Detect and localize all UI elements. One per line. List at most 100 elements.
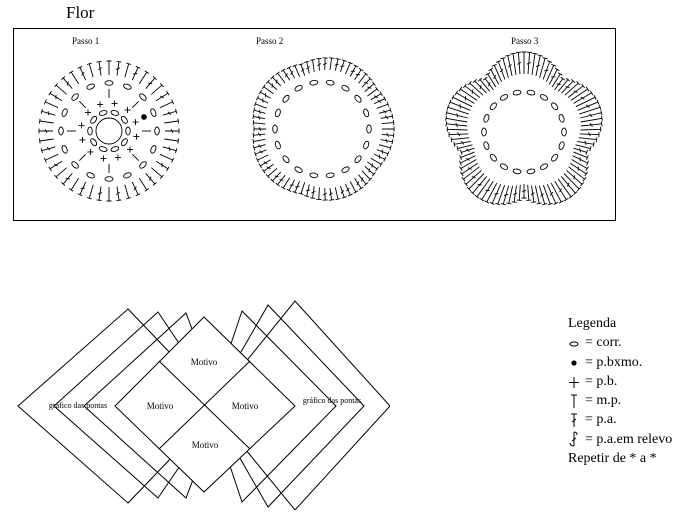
motif-top-label: Motivo: [191, 357, 218, 367]
half-double-stitch: [361, 170, 373, 182]
double-crochet-stitch: [322, 188, 328, 201]
legend-item-single-crochet: = p.b.: [568, 372, 672, 391]
double-crochet-stitch: [115, 60, 122, 76]
chain-stitch: [551, 102, 559, 111]
legend-item-label: = m.p.: [585, 393, 622, 409]
single-crochet-stitch: [126, 146, 133, 153]
single-crochet-stitch: [124, 107, 131, 114]
double-crochet-stitch: [526, 51, 533, 75]
half-double-stitch: [54, 167, 67, 179]
double-crochet-stitch: [252, 132, 266, 138]
double-crochet-stitch: [261, 163, 274, 174]
double-crochet-stitch: [530, 185, 537, 203]
double-crochet-stitch: [361, 76, 373, 88]
half-double-stitch: [43, 153, 59, 163]
double-crochet-stitch: [448, 132, 469, 138]
slip-stitch: [141, 114, 147, 120]
double-crochet-stitch: [334, 57, 341, 71]
chain-stitch: [104, 80, 114, 86]
step-2-crochet-chart: [252, 57, 395, 201]
half-double-stitch: [68, 177, 80, 192]
relief-stitch-icon: [569, 431, 578, 447]
step-3-crochet-chart: [445, 51, 603, 206]
half-double-stitch: [38, 118, 54, 124]
half-double-stitch: [467, 81, 484, 96]
chain-stitch: [282, 94, 290, 103]
half-double-stitch: [445, 115, 468, 123]
chain-stitch: [87, 126, 93, 136]
double-crochet-stitch: [270, 171, 282, 183]
double-crochet-stitch: [454, 90, 475, 104]
double-crochet-stitch: [570, 162, 588, 177]
chain-stitch: [363, 140, 370, 150]
chain-stitch: [139, 161, 147, 169]
half-double-stitch: [570, 86, 590, 101]
double-crochet-stitch: [445, 121, 468, 127]
double-crochet-stitch: [535, 54, 543, 77]
right-points-label: gráfico das pontas: [303, 396, 361, 405]
double-crochet-stitch: [448, 99, 471, 111]
half-double-stitch: [86, 62, 94, 78]
double-crochet-stitch: [275, 174, 286, 187]
legend-item-label: = p.b.: [585, 373, 618, 389]
half-double-stitch: [316, 187, 322, 200]
half-double-stitch: [571, 159, 589, 171]
single-crochet-stitch: [114, 154, 121, 161]
half-double-stitch: [531, 52, 538, 75]
chain-stitch: [120, 138, 128, 147]
half-double-stitch: [458, 86, 478, 101]
half-double-stitch: [349, 181, 359, 194]
chain-stitch: [90, 115, 98, 124]
chain-stitch: [539, 94, 549, 101]
double-crochet-stitch: [546, 184, 559, 205]
double-crochet-stitch: [463, 169, 482, 187]
double-crochet-stitch: [542, 60, 553, 80]
legend-item-slip-stitch: = p.bxmo.: [568, 353, 672, 372]
round-connector: [78, 100, 86, 108]
half-double-stitch: [474, 178, 491, 199]
half-double-stitch: [159, 99, 175, 109]
double-crochet-stitch: [354, 178, 364, 191]
double-crochet-stitch: [364, 166, 376, 177]
double-crochet-stitch: [378, 107, 392, 114]
chain-stitch: [139, 93, 147, 101]
half-double-stitch: [580, 126, 602, 132]
half-double-icon: [571, 394, 577, 408]
double-crochet-stitch: [286, 179, 295, 192]
half-double-stitch: [38, 138, 54, 144]
motif-divider-2: [158, 360, 251, 450]
double-crochet-stitch: [265, 79, 278, 90]
half-double-stitch: [534, 185, 542, 205]
double-crochet-stitch: [258, 159, 271, 169]
double-crochet-stitch: [270, 75, 282, 87]
legend-item-relief-stitch: = p.a.em relevo: [568, 430, 672, 449]
single-crochet-stitch: [132, 119, 139, 126]
double-crochet-stitch: [252, 114, 266, 120]
double-crochet-stitch: [580, 121, 603, 127]
half-double-stitch: [545, 63, 557, 82]
double-crochet-stitch: [373, 96, 387, 105]
double-crochet-stitch: [96, 60, 102, 76]
double-crochet-stitch: [579, 132, 600, 138]
plus-icon: [569, 376, 579, 388]
half-double-stitch: [557, 178, 574, 199]
double-crochet-stitch: [370, 91, 383, 101]
double-crochet-stitch: [554, 76, 566, 91]
motif-right-label: Motivo: [232, 401, 259, 411]
half-double-stitch: [275, 71, 286, 84]
chain-stitch: [110, 146, 120, 153]
double-crochet-stitch: [354, 67, 364, 80]
double-crochet-stitch: [380, 138, 394, 145]
single-crochet-stitch: [97, 101, 104, 108]
double-crochet-stitch: [255, 95, 269, 104]
half-double-stitch: [491, 63, 503, 82]
chain-stitch: [282, 155, 290, 164]
half-double-stitch: [254, 101, 267, 109]
half-double-stitch: [381, 120, 395, 126]
double-crochet-stitch: [453, 140, 471, 147]
double-crochet-stitch: [162, 108, 178, 116]
double-crochet-stitch: [340, 185, 347, 199]
chain-stitch: [354, 155, 362, 164]
double-crochet-stitch: [482, 76, 494, 91]
left-points-label: gráfico das pontas: [49, 401, 107, 410]
